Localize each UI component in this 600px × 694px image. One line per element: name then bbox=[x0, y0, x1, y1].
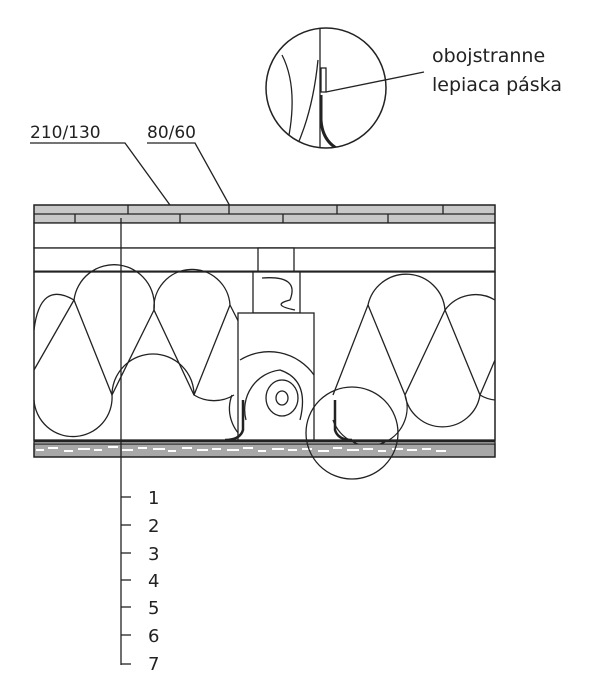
wood-knot bbox=[275, 390, 289, 406]
detail-note-line2: lepiaca páska bbox=[432, 74, 562, 96]
detail-marker-circle bbox=[305, 386, 399, 480]
layer-label-4: 4 bbox=[148, 571, 159, 592]
detail-tape bbox=[320, 67, 327, 93]
layer-label-1: 1 bbox=[148, 488, 159, 509]
layer-label-5: 5 bbox=[148, 598, 159, 619]
wood-grain bbox=[239, 351, 315, 421]
detail-magnified-circle bbox=[260, 27, 425, 182]
batten-80-60 bbox=[257, 247, 295, 273]
layer-label-2: 2 bbox=[148, 516, 159, 537]
profile-label-80-60: 80/60 bbox=[147, 123, 196, 143]
profile-label-210-130: 210/130 bbox=[30, 123, 101, 143]
layer-board-upper bbox=[33, 222, 496, 249]
layer-label-3: 3 bbox=[148, 544, 159, 565]
layer-floor-tiles bbox=[33, 204, 496, 224]
layer-leader-ticks bbox=[121, 496, 131, 665]
detail-note-leader bbox=[325, 71, 425, 93]
detail-screed bbox=[260, 160, 400, 182]
screed-texture bbox=[36, 446, 446, 452]
detail-note-line1: obojstranne bbox=[432, 45, 545, 67]
section-outline bbox=[33, 204, 496, 458]
wood-grain bbox=[261, 277, 296, 311]
joist-210-130 bbox=[237, 312, 315, 441]
layer-label-7: 7 bbox=[148, 654, 159, 675]
wood-knot bbox=[265, 379, 299, 417]
layer-label-6: 6 bbox=[148, 626, 159, 647]
detail-vapour-barrier bbox=[319, 95, 386, 148]
detail-insulation-curve bbox=[289, 59, 319, 148]
